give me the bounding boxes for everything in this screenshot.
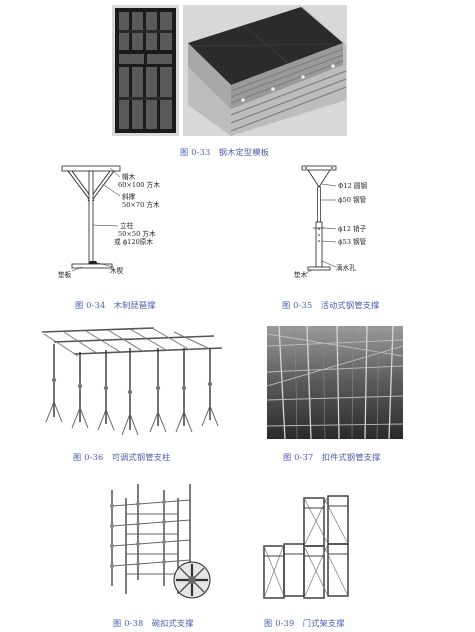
wooden-shore-diagram: 帽木 60×100 方木 斜撑 50×70 方木 立柱 50×50 方木 或 ϕ… [58, 165, 160, 279]
brace-size-label: 50×70 方木 [122, 200, 160, 209]
wedge-label: 木楔 [110, 266, 124, 275]
drain-hole-label: 滴水孔 [336, 263, 356, 272]
figure-0-39-caption: 图 0-39 门式架支撑 [264, 618, 345, 628]
rod-label: Φ12 圆钢 [338, 182, 367, 190]
figure-0-36-caption: 图 0-36 可调式钢管支柱 [73, 452, 171, 462]
portal-frame-illustration [258, 492, 358, 604]
beam-size-label: 60×100 方木 [118, 180, 160, 189]
formwork-frame-photo [112, 5, 179, 136]
coupler-scaffold-photo [267, 326, 403, 439]
figure-0-34-caption: 图 0-34 木制琵琶撑 [75, 300, 156, 310]
pad-wood-label: 垫木 [294, 270, 308, 279]
beam-label: 帽木 [122, 172, 136, 181]
inner-pipe-label: ϕ53 钢管 [338, 237, 367, 246]
post-label: 立柱 [120, 221, 134, 230]
steel-pipe-shore-diagram: Φ12 圆钢 ϕ50 钢管 ϕ12 销子 ϕ53 钢管 垫木 滴水孔 [294, 165, 367, 279]
figure-0-33-caption: 图 0-33 钢木定型模板 [180, 147, 270, 157]
cuplock-scaffold-illustration [98, 476, 216, 604]
brace-label: 斜撑 [122, 192, 136, 201]
pin-label: ϕ12 销子 [338, 224, 367, 233]
figure-0-35-caption: 图 0-35 活动式钢管支撑 [282, 300, 380, 310]
post-size-label: 50×50 方木 [118, 229, 156, 238]
outer-pipe-label: ϕ50 钢管 [338, 195, 367, 204]
figure-0-38-caption: 图 0-38 碗扣式支撑 [113, 618, 194, 628]
post-alt-label: 或 ϕ120原木 [114, 237, 153, 246]
formwork-panel-photo [183, 5, 347, 136]
pad-label: 垫板 [58, 270, 72, 279]
adjustable-props-illustration [34, 322, 226, 437]
figure-0-37-caption: 图 0-37 扣件式钢管支撑 [283, 452, 381, 462]
